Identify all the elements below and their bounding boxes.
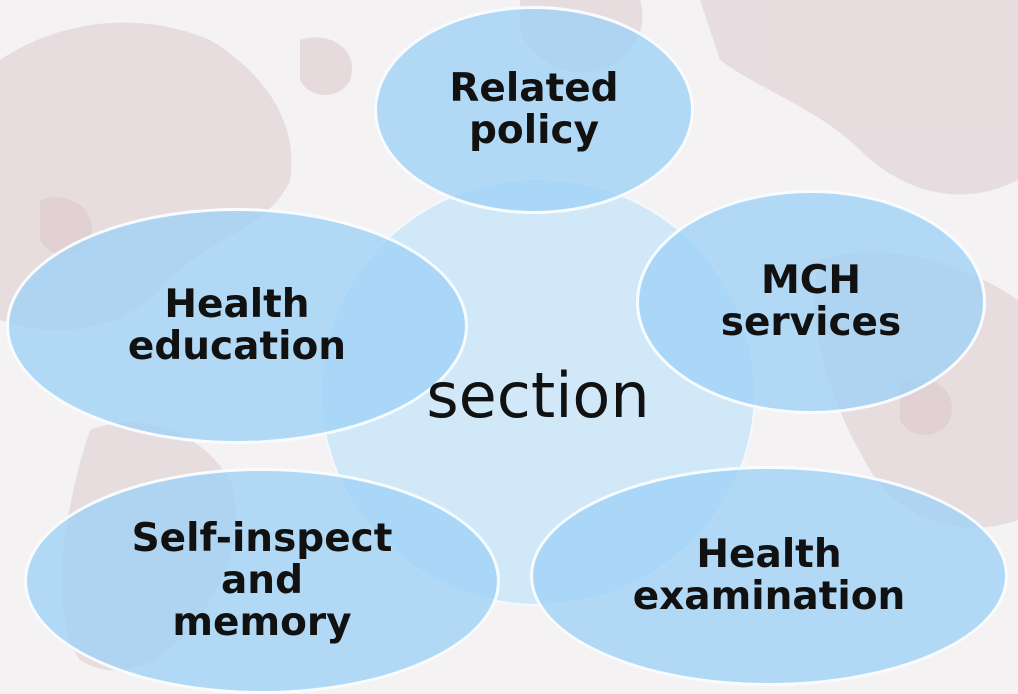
- node-related-policy: Related policy: [374, 6, 694, 214]
- center-label: section: [426, 359, 650, 432]
- node-related-policy-label: Related policy: [449, 66, 619, 153]
- node-mch-services-label: MCH services: [720, 258, 902, 345]
- node-health-examination: Health examination: [530, 466, 1008, 686]
- node-mch-services: MCH services: [636, 190, 986, 414]
- node-health-education-label: Health education: [127, 282, 347, 369]
- node-health-examination-label: Health examination: [632, 532, 906, 619]
- node-self-inspect: Self-inspect and memory: [24, 468, 500, 694]
- node-health-education: Health education: [6, 208, 468, 444]
- node-self-inspect-label: Self-inspect and memory: [131, 516, 393, 645]
